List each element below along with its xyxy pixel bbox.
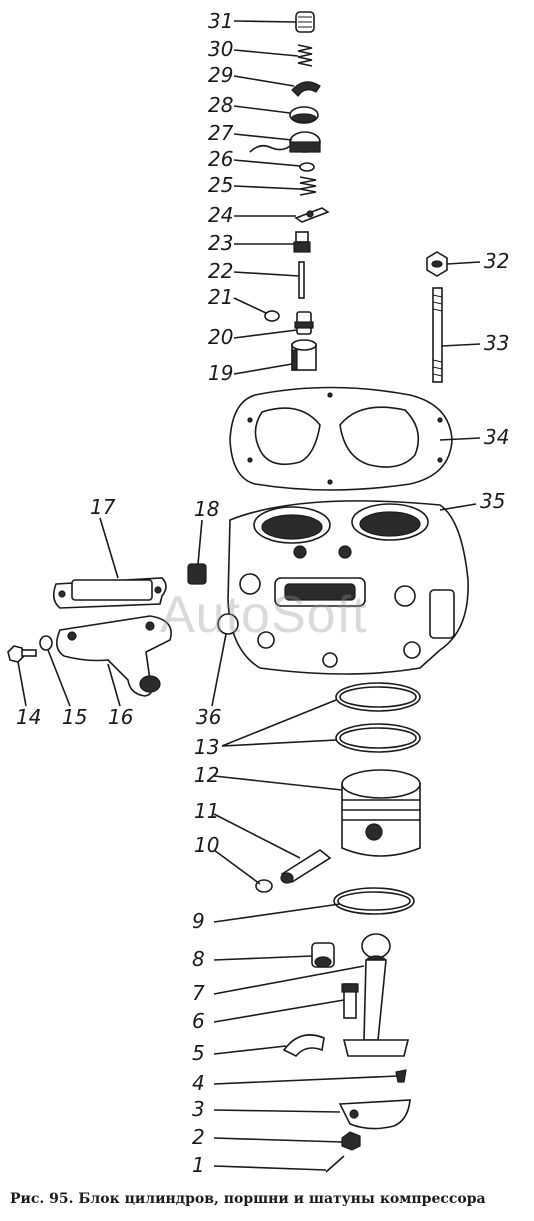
part-25-spring (299, 176, 317, 196)
label-31: 31 (208, 9, 233, 33)
part-18-plug (187, 563, 207, 585)
label-13: 13 (194, 735, 219, 759)
part-17-gasket (52, 577, 167, 609)
part-26-washer (299, 162, 315, 172)
part-29-clip (291, 81, 321, 97)
part-5-liner (282, 1034, 325, 1057)
part-31-cap (295, 11, 315, 33)
label-28: 28 (208, 93, 233, 117)
part-12-piston (341, 769, 421, 857)
part-27-housing (249, 131, 321, 153)
part-1-cotter (325, 1155, 345, 1173)
part-3-cap (338, 1099, 411, 1130)
label-22: 22 (208, 259, 233, 283)
label-3: 3 (192, 1097, 205, 1121)
label-27: 27 (208, 121, 234, 145)
label-2: 2 (192, 1125, 205, 1149)
leader-lines (17, 20, 481, 1171)
part-9-ring (333, 887, 415, 915)
label-32: 32 (484, 249, 509, 273)
part-24-plate (294, 207, 330, 223)
label-26: 26 (208, 147, 233, 171)
part-4-pin (395, 1069, 407, 1083)
label-7: 7 (192, 981, 205, 1005)
label-16: 16 (108, 705, 133, 729)
part-33-stud (432, 287, 443, 383)
label-35: 35 (480, 489, 505, 513)
part-35-cylinder-block (227, 500, 469, 675)
part-21-ring (264, 310, 280, 322)
label-14: 14 (16, 705, 41, 729)
label-33: 33 (484, 331, 509, 355)
label-19: 19 (208, 361, 233, 385)
part-14-bolt (7, 645, 37, 663)
figure-caption: Рис. 95. Блок цилиндров, поршни и шатуны… (10, 1191, 486, 1207)
label-21: 21 (208, 285, 233, 309)
part-11-pin (280, 849, 332, 884)
label-20: 20 (208, 325, 233, 349)
part-7-connecting-rod (342, 933, 410, 1057)
part-30-spring (297, 44, 313, 67)
label-29: 29 (208, 63, 233, 87)
label-18: 18 (194, 497, 219, 521)
part-6-bolt (341, 983, 359, 1019)
label-24: 24 (208, 203, 233, 227)
label-10: 10 (194, 833, 219, 857)
label-5: 5 (192, 1041, 205, 1065)
watermark: AutoSoft (160, 586, 368, 644)
part-22-pin (298, 261, 305, 299)
label-11: 11 (194, 799, 219, 823)
label-15: 15 (62, 705, 87, 729)
label-23: 23 (208, 231, 233, 255)
label-1: 1 (192, 1153, 205, 1177)
label-8: 8 (192, 947, 205, 971)
part-23-seat (293, 231, 311, 253)
part-20-guide (294, 311, 314, 335)
label-9: 9 (192, 909, 205, 933)
part-8-bushing (311, 942, 335, 968)
label-25: 25 (208, 173, 233, 197)
label-6: 6 (192, 1009, 205, 1033)
part-28-disc (289, 106, 319, 124)
part-32-nut (426, 251, 448, 277)
part-2-nut (341, 1131, 361, 1151)
part-15-washer (39, 635, 53, 651)
label-12: 12 (194, 763, 219, 787)
label-4: 4 (192, 1071, 205, 1095)
part-16-pipe (56, 615, 172, 697)
part-34-gasket (229, 386, 453, 491)
label-36: 36 (196, 705, 221, 729)
part-19-bushing (291, 339, 317, 371)
exploded-parts-diagram: 31 30 29 28 27 26 25 24 23 22 21 20 19 3… (7, 9, 509, 1177)
label-34: 34 (484, 425, 509, 449)
label-30: 30 (208, 37, 233, 61)
part-13-rings (335, 682, 421, 753)
part-10-plug (255, 879, 273, 893)
part-36-plug (217, 613, 239, 635)
label-17: 17 (90, 495, 116, 519)
